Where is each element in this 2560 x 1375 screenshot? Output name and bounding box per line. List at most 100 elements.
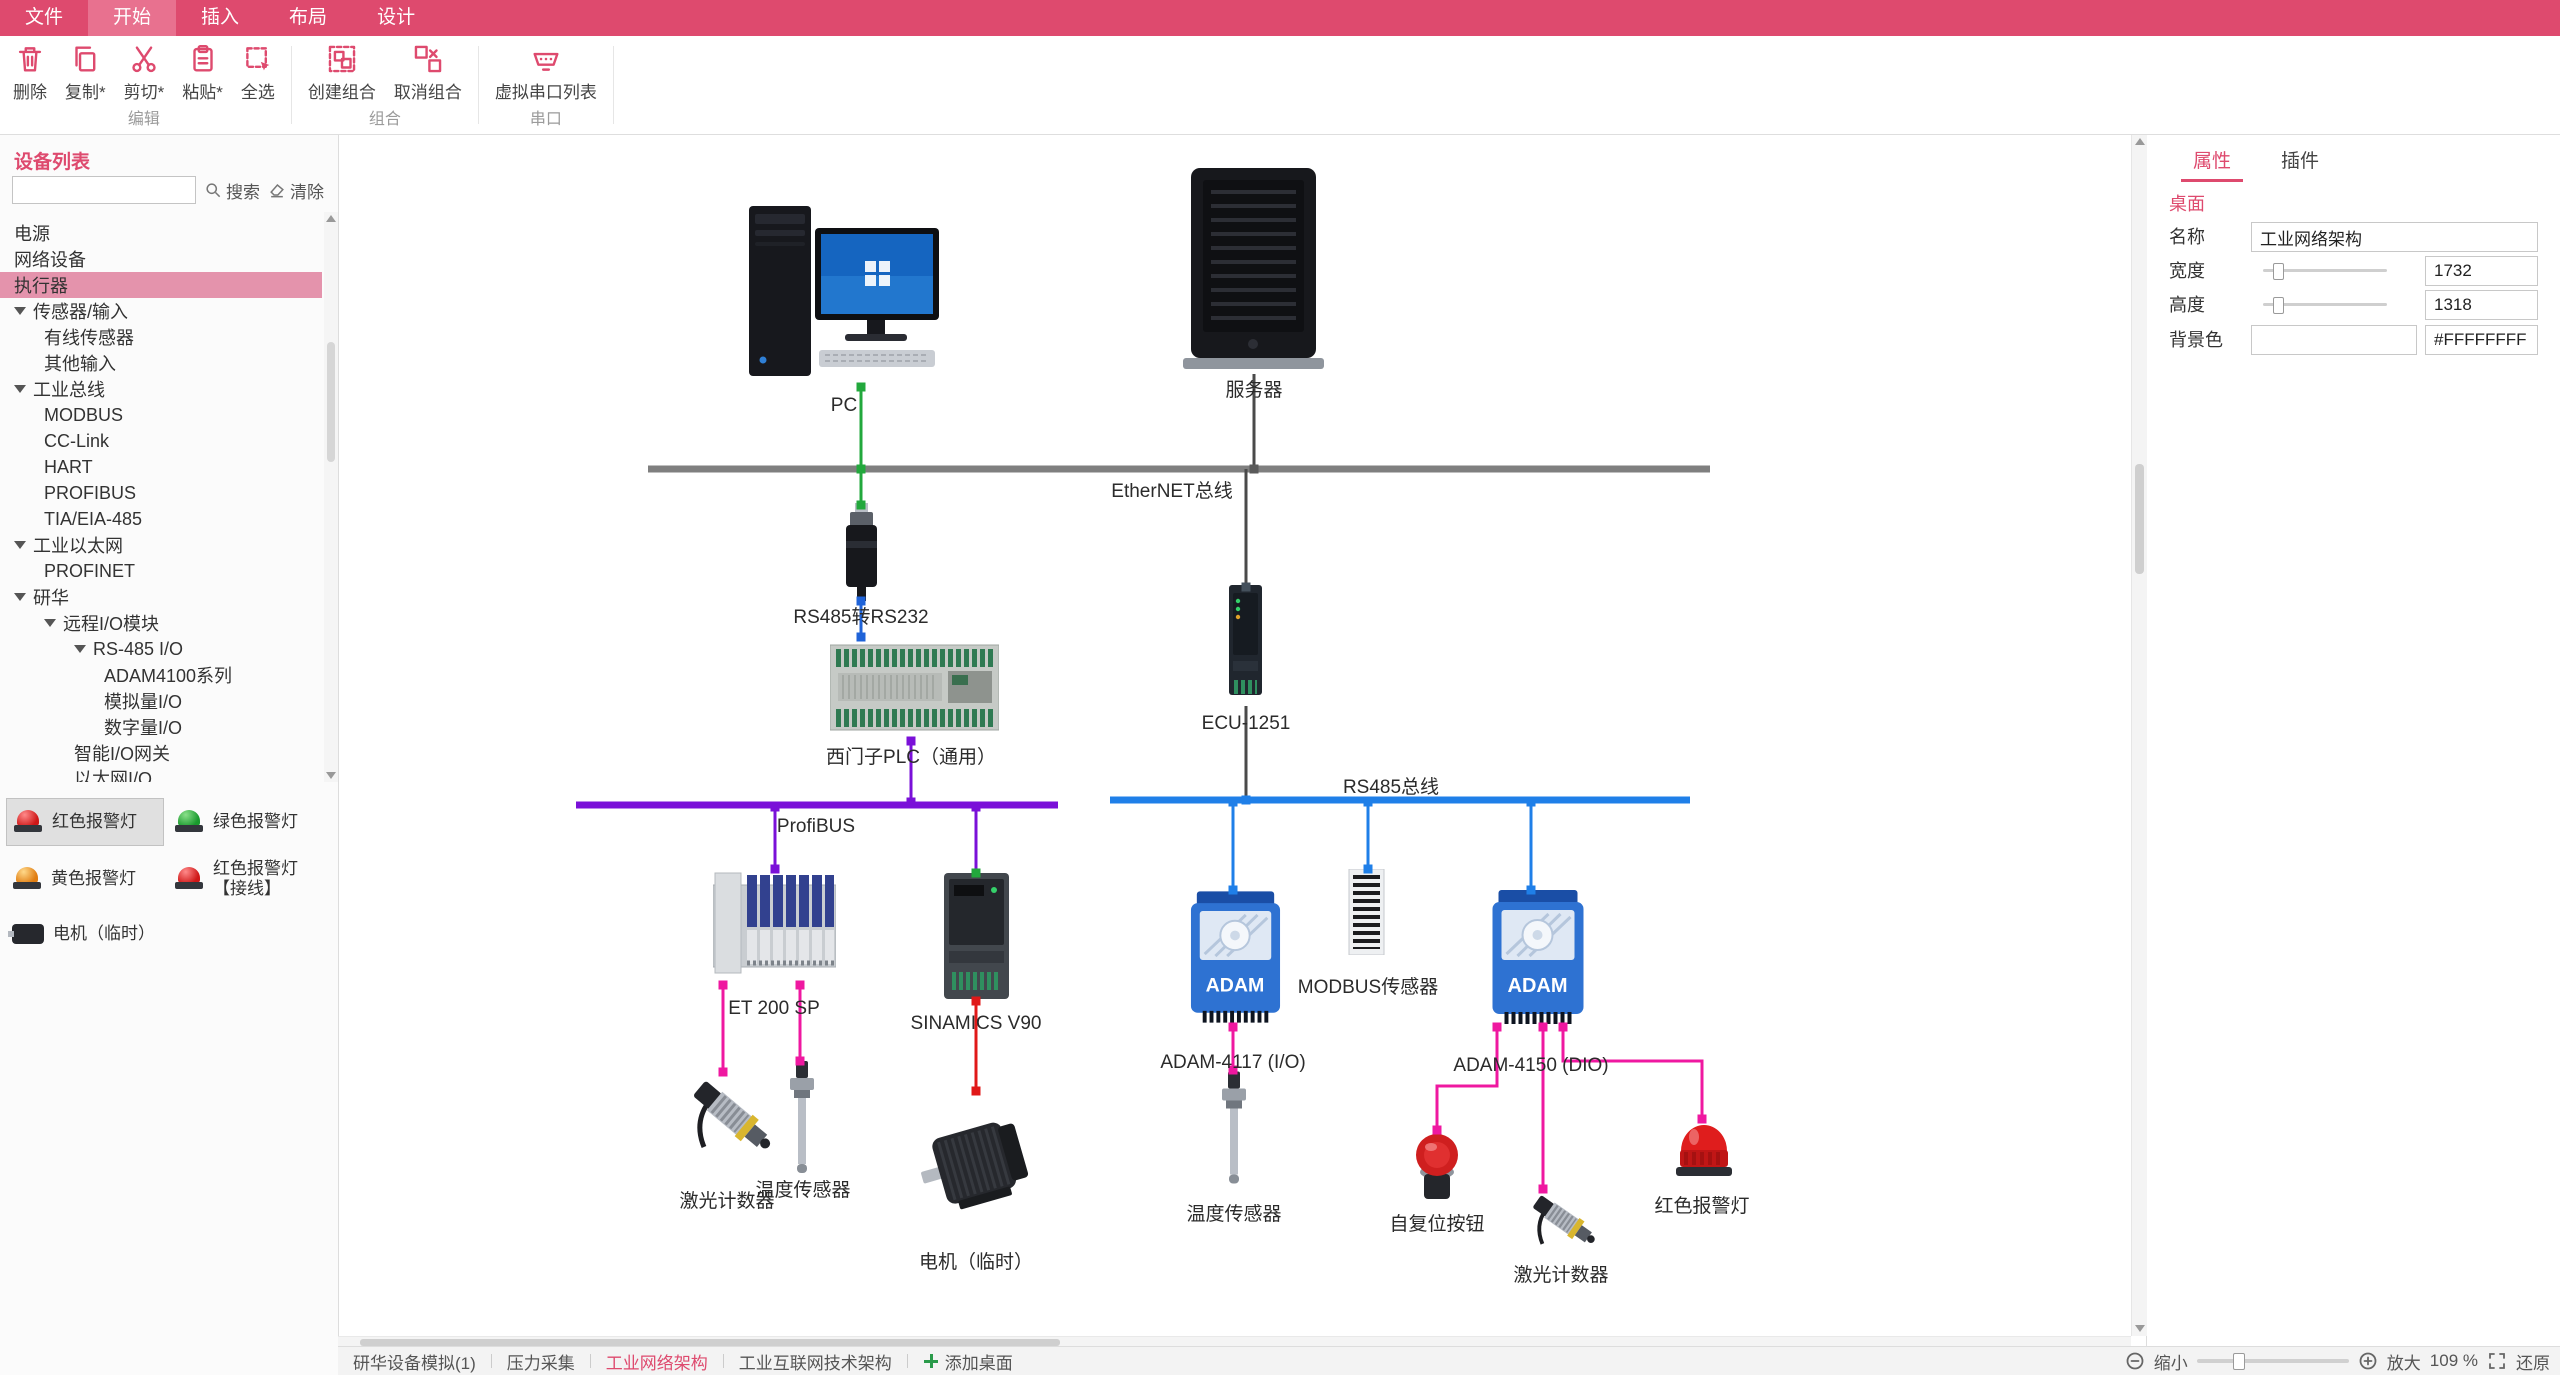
menu-tab-file[interactable]: 文件 xyxy=(25,7,64,28)
tree-item-network-devices[interactable]: 网络设备 xyxy=(14,250,86,270)
tree-item-industrial-bus[interactable]: 工业总线 xyxy=(0,376,322,402)
create-group-button[interactable]: 创建组合 xyxy=(299,42,385,103)
device-siemens-plc[interactable] xyxy=(829,637,1000,738)
zoom-in-icon[interactable] xyxy=(2358,1351,2378,1371)
copy-button[interactable]: 复制* xyxy=(56,42,115,103)
scroll-thumb[interactable] xyxy=(2135,464,2144,574)
tree-item-power[interactable]: 电源 xyxy=(14,224,50,244)
device-adam-4117[interactable]: ADAM xyxy=(1189,890,1282,1025)
tree-item-industrial-ethernet[interactable]: 工业以太网 xyxy=(0,532,322,558)
palette-item-red-alarm[interactable]: 红色报警灯 xyxy=(6,798,164,846)
tree-item-remote-io[interactable]: 远程I/O模块 xyxy=(0,610,322,636)
desktop-tab-industrial-network[interactable]: 工业网络架构 xyxy=(605,1353,708,1373)
device-pc[interactable] xyxy=(743,204,939,387)
canvas-horizontal-scrollbar[interactable] xyxy=(338,1336,2131,1348)
height-input[interactable] xyxy=(2425,290,2538,320)
device-rs485-converter[interactable] xyxy=(841,503,882,601)
scroll-up-icon[interactable] xyxy=(326,215,336,222)
slider-handle[interactable] xyxy=(2273,297,2284,314)
menu-tab-home[interactable]: 开始 xyxy=(88,0,177,36)
zoom-in-label[interactable]: 放大 xyxy=(2386,1353,2421,1373)
expander-icon[interactable] xyxy=(14,593,26,601)
device-server[interactable] xyxy=(1181,168,1326,372)
expander-icon[interactable] xyxy=(44,619,56,627)
search-button[interactable]: 搜索 xyxy=(203,178,260,203)
restore-label[interactable]: 还原 xyxy=(2516,1353,2550,1373)
device-sinamics-v90[interactable] xyxy=(944,873,1009,999)
palette-item-yellow-alarm[interactable]: 黄色报警灯 xyxy=(6,854,164,903)
scroll-thumb[interactable] xyxy=(327,342,335,462)
zoom-slider-handle[interactable] xyxy=(2233,1353,2246,1370)
tab-plugins[interactable]: 插件 xyxy=(2281,151,2320,172)
add-desktop-button[interactable]: 添加桌面 xyxy=(908,1349,1028,1374)
desktop-tab-pressure[interactable]: 压力采集 xyxy=(506,1353,575,1373)
tab-properties[interactable]: 属性 xyxy=(2175,139,2249,182)
tree-item-cclink[interactable]: CC-Link xyxy=(44,430,110,451)
height-slider[interactable] xyxy=(2263,297,2387,314)
tree-item-analog-io[interactable]: 模拟量I/O xyxy=(104,692,183,712)
expander-icon[interactable] xyxy=(14,307,26,315)
device-adam-4150[interactable]: ADAM xyxy=(1489,890,1587,1025)
virtual-serial-list-button[interactable]: 虚拟串口列表 xyxy=(486,42,606,103)
bgcolor-picker-input[interactable] xyxy=(2251,325,2417,355)
tree-item-adam4100[interactable]: ADAM4100系列 xyxy=(104,666,233,686)
tree-item-digital-io[interactable]: 数字量I/O xyxy=(104,718,183,738)
device-laser-counter-2[interactable] xyxy=(1524,1184,1610,1270)
tree-item-smart-io-gateway[interactable]: 智能I/O网关 xyxy=(74,744,171,764)
tree-scrollbar[interactable] xyxy=(324,212,338,782)
zoom-out-icon[interactable] xyxy=(2125,1351,2145,1371)
name-input[interactable] xyxy=(2251,222,2538,252)
tree-item-modbus[interactable]: MODBUS xyxy=(44,404,124,425)
expander-icon[interactable] xyxy=(14,541,26,549)
tree-item-profibus[interactable]: PROFIBUS xyxy=(44,482,137,503)
delete-button[interactable]: 删除 xyxy=(4,42,56,103)
tree-item-clipped-top[interactable] xyxy=(0,212,322,220)
menu-tab-insert[interactable]: 插入 xyxy=(201,7,240,28)
search-input[interactable] xyxy=(12,176,196,204)
desktop-tab-advantech-sim[interactable]: 研华设备模拟(1) xyxy=(353,1353,476,1373)
tree-item-profinet[interactable]: PROFINET xyxy=(44,560,136,581)
tree-item-tia-eia-485[interactable]: TIA/EIA-485 xyxy=(44,508,143,529)
device-motor[interactable] xyxy=(919,1091,1032,1233)
ungroup-button[interactable]: 取消组合 xyxy=(385,42,471,103)
tree-item-clipped-bottom[interactable]: 以太网I/O xyxy=(74,769,153,782)
width-slider[interactable] xyxy=(2263,263,2387,280)
device-temp-sensor-2[interactable] xyxy=(1216,1070,1252,1188)
menu-tab-layout[interactable]: 布局 xyxy=(289,7,328,28)
tree-item-rs485-io[interactable]: RS-485 I/O xyxy=(0,636,322,662)
scroll-down-icon[interactable] xyxy=(2135,1325,2145,1332)
paste-button[interactable]: 粘贴* xyxy=(173,42,232,103)
scroll-up-icon[interactable] xyxy=(2135,138,2145,145)
clear-button[interactable]: 清除 xyxy=(267,178,324,203)
canvas-vertical-scrollbar[interactable] xyxy=(2131,134,2147,1336)
slider-handle[interactable] xyxy=(2273,263,2284,280)
desktop-tab-iiot-architecture[interactable]: 工业互联网技术架构 xyxy=(738,1353,892,1373)
palette-item-red-alarm-wired[interactable]: 红色报警灯【接线】 xyxy=(168,854,326,903)
zoom-slider[interactable] xyxy=(2196,1353,2349,1370)
cut-button[interactable]: 剪切* xyxy=(115,42,174,103)
tree-item-sensors-input[interactable]: 传感器/输入 xyxy=(0,298,322,324)
expander-icon[interactable] xyxy=(14,385,26,393)
tree-item-other-input[interactable]: 其他输入 xyxy=(44,354,116,374)
device-et200sp[interactable] xyxy=(712,869,837,983)
bgcolor-hex-input[interactable] xyxy=(2425,325,2538,355)
tree-item-actuators[interactable]: 执行器 xyxy=(0,272,322,298)
device-red-alarm-light[interactable] xyxy=(1674,1119,1734,1179)
menu-tab-design[interactable]: 设计 xyxy=(377,7,416,28)
tree-item-advantech[interactable]: 研华 xyxy=(0,584,322,610)
topology-canvas[interactable]: ADAM ADAM xyxy=(338,134,2146,1336)
select-all-button[interactable]: 全选 xyxy=(232,42,284,103)
restore-view-icon[interactable] xyxy=(2487,1351,2507,1371)
device-reset-button[interactable] xyxy=(1408,1130,1466,1203)
palette-item-green-alarm[interactable]: 绿色报警灯 xyxy=(168,798,326,846)
zoom-out-label[interactable]: 缩小 xyxy=(2153,1353,2188,1373)
device-modbus-sensor[interactable] xyxy=(1342,868,1391,956)
tree-item-hart[interactable]: HART xyxy=(44,456,93,477)
scroll-down-icon[interactable] xyxy=(326,772,336,779)
width-input[interactable] xyxy=(2425,256,2538,286)
scroll-thumb[interactable] xyxy=(360,1339,1060,1346)
device-temp-sensor-1[interactable] xyxy=(784,1061,820,1176)
device-laser-counter-1[interactable] xyxy=(686,1069,786,1181)
tree-item-wired-sensors[interactable]: 有线传感器 xyxy=(44,328,134,348)
palette-item-motor-temp[interactable]: 电机（临时） xyxy=(6,911,164,957)
